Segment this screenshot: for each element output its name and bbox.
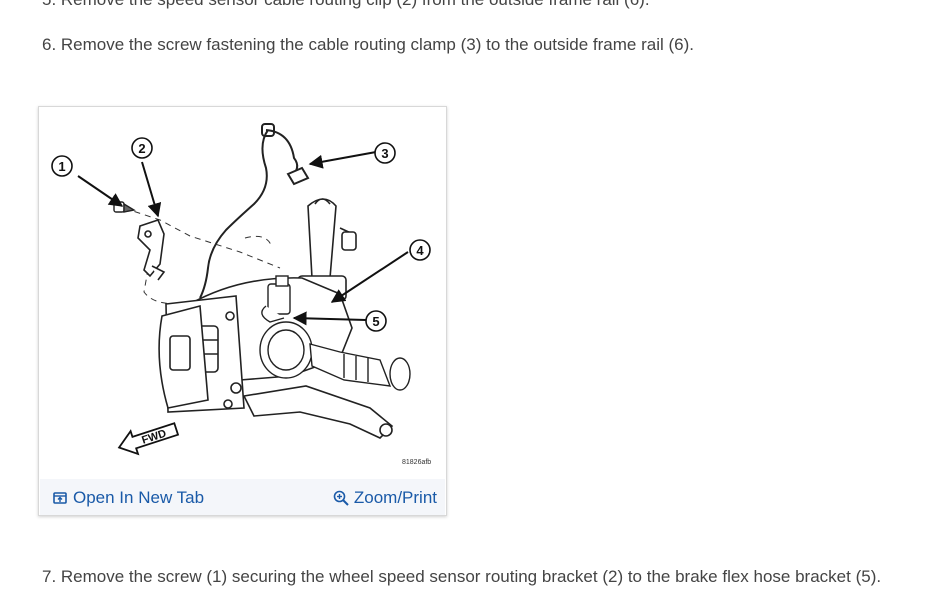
- callout-5: 5: [372, 314, 379, 329]
- leader-arrows: [77, 151, 409, 326]
- routing-bracket: [137, 219, 166, 281]
- previous-step-text-cutoff: 5. Remove the speed sensor cable routing…: [42, 0, 650, 10]
- open-in-new-tab-link[interactable]: Open In New Tab: [52, 488, 204, 508]
- callout-2: 2: [138, 141, 145, 156]
- image-code: 81826afb: [402, 459, 431, 466]
- fwd-arrow: FWD: [117, 422, 180, 456]
- lower-control-arm: [242, 385, 394, 439]
- callout-3: 3: [381, 146, 388, 161]
- brake-caliper: [158, 304, 209, 409]
- figure-card: 1 2 3 4 5 FWD 81826afb Open In New Tab: [38, 106, 447, 516]
- callout-circles: [51, 137, 431, 332]
- callout-1: 1: [58, 159, 65, 174]
- sensor-cable: [199, 123, 310, 299]
- wheel-speed-sensor: [261, 275, 291, 323]
- zoom-print-link[interactable]: Zoom/Print: [333, 488, 437, 508]
- cv-joint-boot: [259, 321, 411, 391]
- figure-footer: Open In New Tab Zoom/Print: [40, 479, 445, 515]
- magnifier-plus-icon: [333, 490, 349, 506]
- open-external-icon: [53, 492, 67, 504]
- zoom-print-label: Zoom/Print: [353, 488, 437, 507]
- fwd-label: FWD: [140, 428, 168, 447]
- callout-4: 4: [416, 243, 424, 258]
- open-in-new-tab-label: Open In New Tab: [73, 488, 205, 507]
- callout-labels: 1 2 3 4 5: [58, 141, 424, 329]
- service-diagram-figure: 1 2 3 4 5 FWD 81826afb: [40, 108, 445, 476]
- step-6-text: 6. Remove the screw fastening the cable …: [42, 35, 694, 54]
- step-7-text: 7. Remove the screw (1) securing the whe…: [42, 567, 882, 586]
